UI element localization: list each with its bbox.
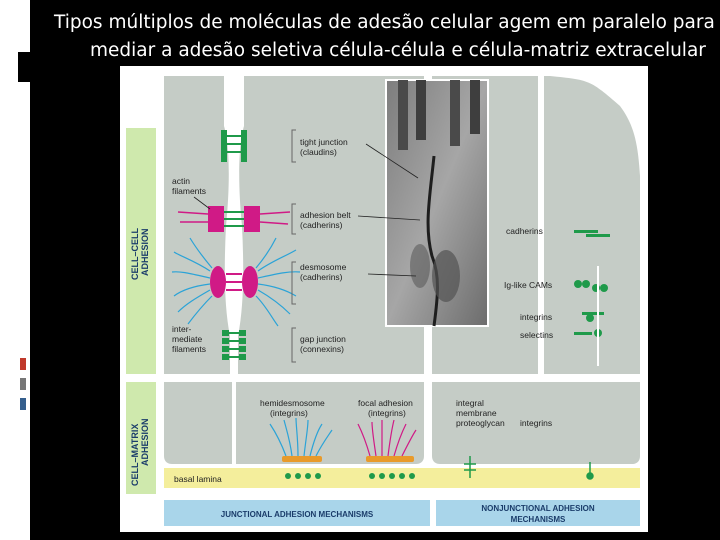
tight-junction-label-1: tight junction [300, 137, 348, 147]
integrins-matrix-label: integrins [520, 418, 552, 428]
hemidesmosome-label-1: hemidesmosome [260, 398, 325, 408]
cadherins-label: cadherins [506, 226, 543, 236]
focal-adhesion-label-1: focal adhesion [358, 398, 413, 408]
integrins-label: integrins [520, 312, 552, 322]
cell-lower-left [164, 382, 424, 464]
deco-square-gray [20, 378, 26, 390]
intermediate-label-2: mediate [172, 334, 203, 344]
adhesion-figure: CELL–CELL ADHESION CELL–MATRIX ADHESION [120, 66, 648, 532]
gap-junction-label-2: (connexins) [300, 344, 344, 354]
junction-brackets [291, 129, 296, 363]
proteoglycan-label-3: proteoglycan [456, 418, 505, 428]
basal-lamina-label: basal lamina [174, 474, 222, 484]
intermediate-label-3: filaments [172, 344, 206, 354]
selectins-label: selectins [520, 330, 553, 340]
background-band-bottom [120, 532, 648, 540]
cell-matrix-label-panel [126, 382, 156, 494]
adhesion-belt [177, 206, 291, 232]
intermediate-label-1: inter- [172, 324, 192, 334]
adhesion-belt-label-2: (cadherins) [300, 220, 343, 230]
tight-junction-label-2: (claudins) [300, 147, 337, 157]
proteoglycan-label-2: membrane [456, 408, 497, 418]
background-band-right [648, 66, 720, 540]
adhesion-belt-label-1: adhesion belt [300, 210, 351, 220]
deco-square-blue [20, 398, 26, 410]
gap-junction [222, 330, 246, 360]
cell-matrix-label-2: ADHESION [140, 418, 150, 466]
desmosome-label-1: desmosome [300, 262, 347, 272]
background-band-left [30, 66, 120, 540]
cell-upper-left [164, 76, 424, 374]
adhesion-diagram-svg: CELL–CELL ADHESION CELL–MATRIX ADHESION [126, 76, 640, 526]
tight-junction [221, 130, 247, 162]
nonjunctional-molecules [574, 230, 610, 366]
focal-adhesion-label-2: (integrins) [368, 408, 406, 418]
left-margin [0, 0, 30, 540]
actin-label-2: filaments [172, 186, 206, 196]
focal-adhesion [357, 419, 417, 479]
desmosome [171, 237, 301, 327]
title-line-1: Tipos múltiplos de moléculas de adesão c… [54, 12, 715, 33]
micrograph-pointers [357, 143, 421, 277]
cell-cell-label-1: CELL–CELL [130, 227, 140, 280]
nonjunctional-footer-label-2: MECHANISMS [511, 515, 566, 524]
junctional-footer-bar [164, 500, 430, 526]
slide-title: Tipos múltiplos de moléculas de adesão c… [30, 0, 720, 66]
membrane-proteoglycan [464, 456, 594, 480]
hemidesmosome [269, 417, 333, 479]
desmosome-label-2: (cadherins) [300, 272, 343, 282]
hemidesmosome-label-2: (integrins) [270, 408, 308, 418]
intercellular-space [224, 76, 244, 464]
nonjunctional-footer-bar [436, 500, 640, 526]
proteoglycan-label-1: integral [456, 398, 484, 408]
nonjunctional-footer-label-1: NONJUNCTIONAL ADHESION [481, 504, 595, 513]
cell-cell-label-2: ADHESION [140, 228, 150, 276]
cell-lower-right [432, 382, 640, 464]
electron-micrograph [385, 79, 489, 327]
deco-square-top [18, 52, 30, 82]
actin-label-1: actin [172, 176, 190, 186]
deco-square-red [20, 358, 26, 370]
title-line-2: mediar a adesão seletiva célula-célula e… [90, 40, 706, 61]
ig-cams-label: Ig-like CAMs [504, 280, 552, 290]
cell-matrix-label-1: CELL–MATRIX [130, 424, 140, 486]
cell-cell-label-panel [126, 128, 156, 374]
cell-upper-right [544, 76, 640, 374]
gap-junction-label-1: gap junction [300, 334, 346, 344]
junctional-footer-label: JUNCTIONAL ADHESION MECHANISMS [221, 510, 374, 519]
actin-pointer [193, 196, 211, 210]
